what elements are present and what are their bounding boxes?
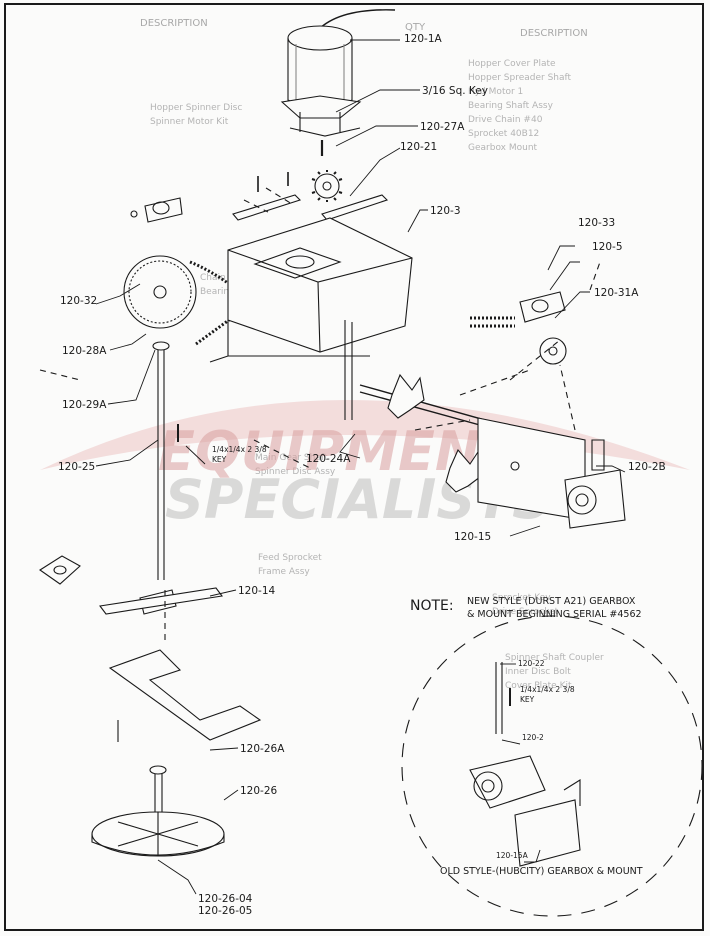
label-120-27A: 120-27A: [420, 121, 465, 133]
ghost-line: Sprocket 40B12: [468, 129, 539, 139]
spinner-disc: [91, 765, 225, 857]
label-120-26-04: 120-26-04: [198, 893, 253, 905]
label-120-24A: 120-24A: [306, 453, 351, 465]
serial-note: NOTE: NEW STYLE (DURST A21) GEARBOX & MO…: [410, 596, 642, 620]
callout-dashes: [39, 187, 601, 640]
label-120-22: 120-22: [518, 659, 545, 668]
label-3-16-sq-key: 3/16 Sq. Key: [422, 85, 488, 97]
ghost-line: Drive Sprocket: [492, 607, 559, 617]
ghost-line: Spinner Motor Kit: [150, 117, 229, 127]
ghost-line: Sprocket Key: [492, 593, 551, 603]
label-key2: KEY: [520, 695, 535, 704]
label-120-21: 120-21: [400, 141, 437, 153]
lower-frame: [39, 555, 262, 742]
sprocket-right: [539, 337, 567, 365]
gearbox-new-style: [564, 439, 626, 529]
part-labels: 120-1A 3/16 Sq. Key 120-27A 120-21 120-3…: [58, 33, 666, 917]
small-sprocket: [311, 170, 343, 202]
bolts: [257, 172, 289, 192]
bracket-right: [321, 194, 389, 221]
drive-chain-right: [470, 316, 515, 328]
ghost-line: Inner Disc Bolt: [505, 667, 571, 677]
ghost-line: Hyd Motor 1: [468, 87, 523, 97]
leader-lines: [95, 39, 626, 895]
large-sprocket: [123, 255, 197, 329]
ghost-line: Gearbox Mount: [468, 143, 538, 153]
label-key: KEY: [212, 455, 227, 464]
label-120-25: 120-25: [58, 461, 95, 473]
ghost-line: Main Gear Shaft: [255, 453, 328, 463]
label-key-size: 1/4x1/4x 2 3/8: [212, 445, 267, 454]
ghost-line: Spinner Shaft Coupler: [505, 653, 604, 663]
label-key2-size: 1/4x1/4x 2 3/8: [520, 685, 575, 694]
label-120-26: 120-26: [240, 785, 278, 797]
note-line-1: NEW STYLE (DURST A21) GEARBOX: [467, 596, 636, 607]
ghost-line: Cover Plate Kit: [505, 681, 572, 691]
label-120-26A: 120-26A: [240, 743, 285, 755]
ghost-header-description-2: DESCRIPTION: [140, 18, 208, 29]
ghost-header-description: DESCRIPTION: [520, 28, 588, 39]
ghost-line: Hopper Spreader Shaft: [468, 73, 572, 83]
label-120-1A: 120-1A: [404, 33, 443, 45]
label-120-32: 120-32: [60, 295, 97, 307]
ghost-line: Hopper Spinner Disc: [150, 103, 242, 113]
vertical-post: [344, 320, 353, 420]
gearbox-housing: [227, 217, 413, 353]
label-120-5: 120-5: [592, 241, 623, 253]
note-line-2: & MOUNT BEGINNING SERIAL #4562: [467, 609, 642, 620]
watermark-swoosh: [40, 400, 690, 470]
ghost-line: Drive Chain #40: [468, 115, 543, 125]
label-120-3: 120-3: [430, 205, 461, 217]
old-style-caption: OLD STYLE-(HUBCITY) GEARBOX & MOUNT: [440, 866, 643, 877]
frame-rail: [209, 320, 370, 363]
label-120-28A: 120-28A: [62, 345, 107, 357]
ghost-header-qty: QTY: [405, 22, 426, 33]
ghost-line: Frame Assy: [258, 567, 310, 577]
label-120-29A: 120-29A: [62, 399, 107, 411]
bearing-right: [519, 291, 566, 323]
label-120-33: 120-33: [578, 217, 615, 229]
spinner-shaft: [152, 341, 170, 580]
ghost-line: Bearing Shaft Assy: [468, 101, 554, 111]
detail-circle: [401, 615, 703, 917]
drawing-border: [4, 3, 704, 931]
label-120-15: 120-15: [454, 531, 491, 543]
gearbox-old-style: [469, 662, 581, 867]
bracket-left: [232, 194, 302, 221]
note-prefix: NOTE:: [410, 598, 454, 614]
label-120-14: 120-14: [238, 585, 276, 597]
label-120-15A: 120-15A: [496, 851, 529, 860]
label-120-31A: 120-31A: [594, 287, 639, 299]
pillow-block-bearing-left: [130, 197, 183, 223]
ghost-line: Feed Sprocket: [258, 553, 322, 563]
line-art: [39, 9, 703, 917]
label-120-26-05: 120-26-05: [198, 905, 252, 917]
ghost-line: Hopper Cover Plate: [468, 59, 556, 69]
ghost-line: Spinner Disc Assy: [255, 467, 336, 477]
label-120-2B: 120-2B: [628, 461, 666, 473]
hydraulic-motor: [280, 9, 396, 137]
label-120-2: 120-2: [522, 733, 544, 742]
